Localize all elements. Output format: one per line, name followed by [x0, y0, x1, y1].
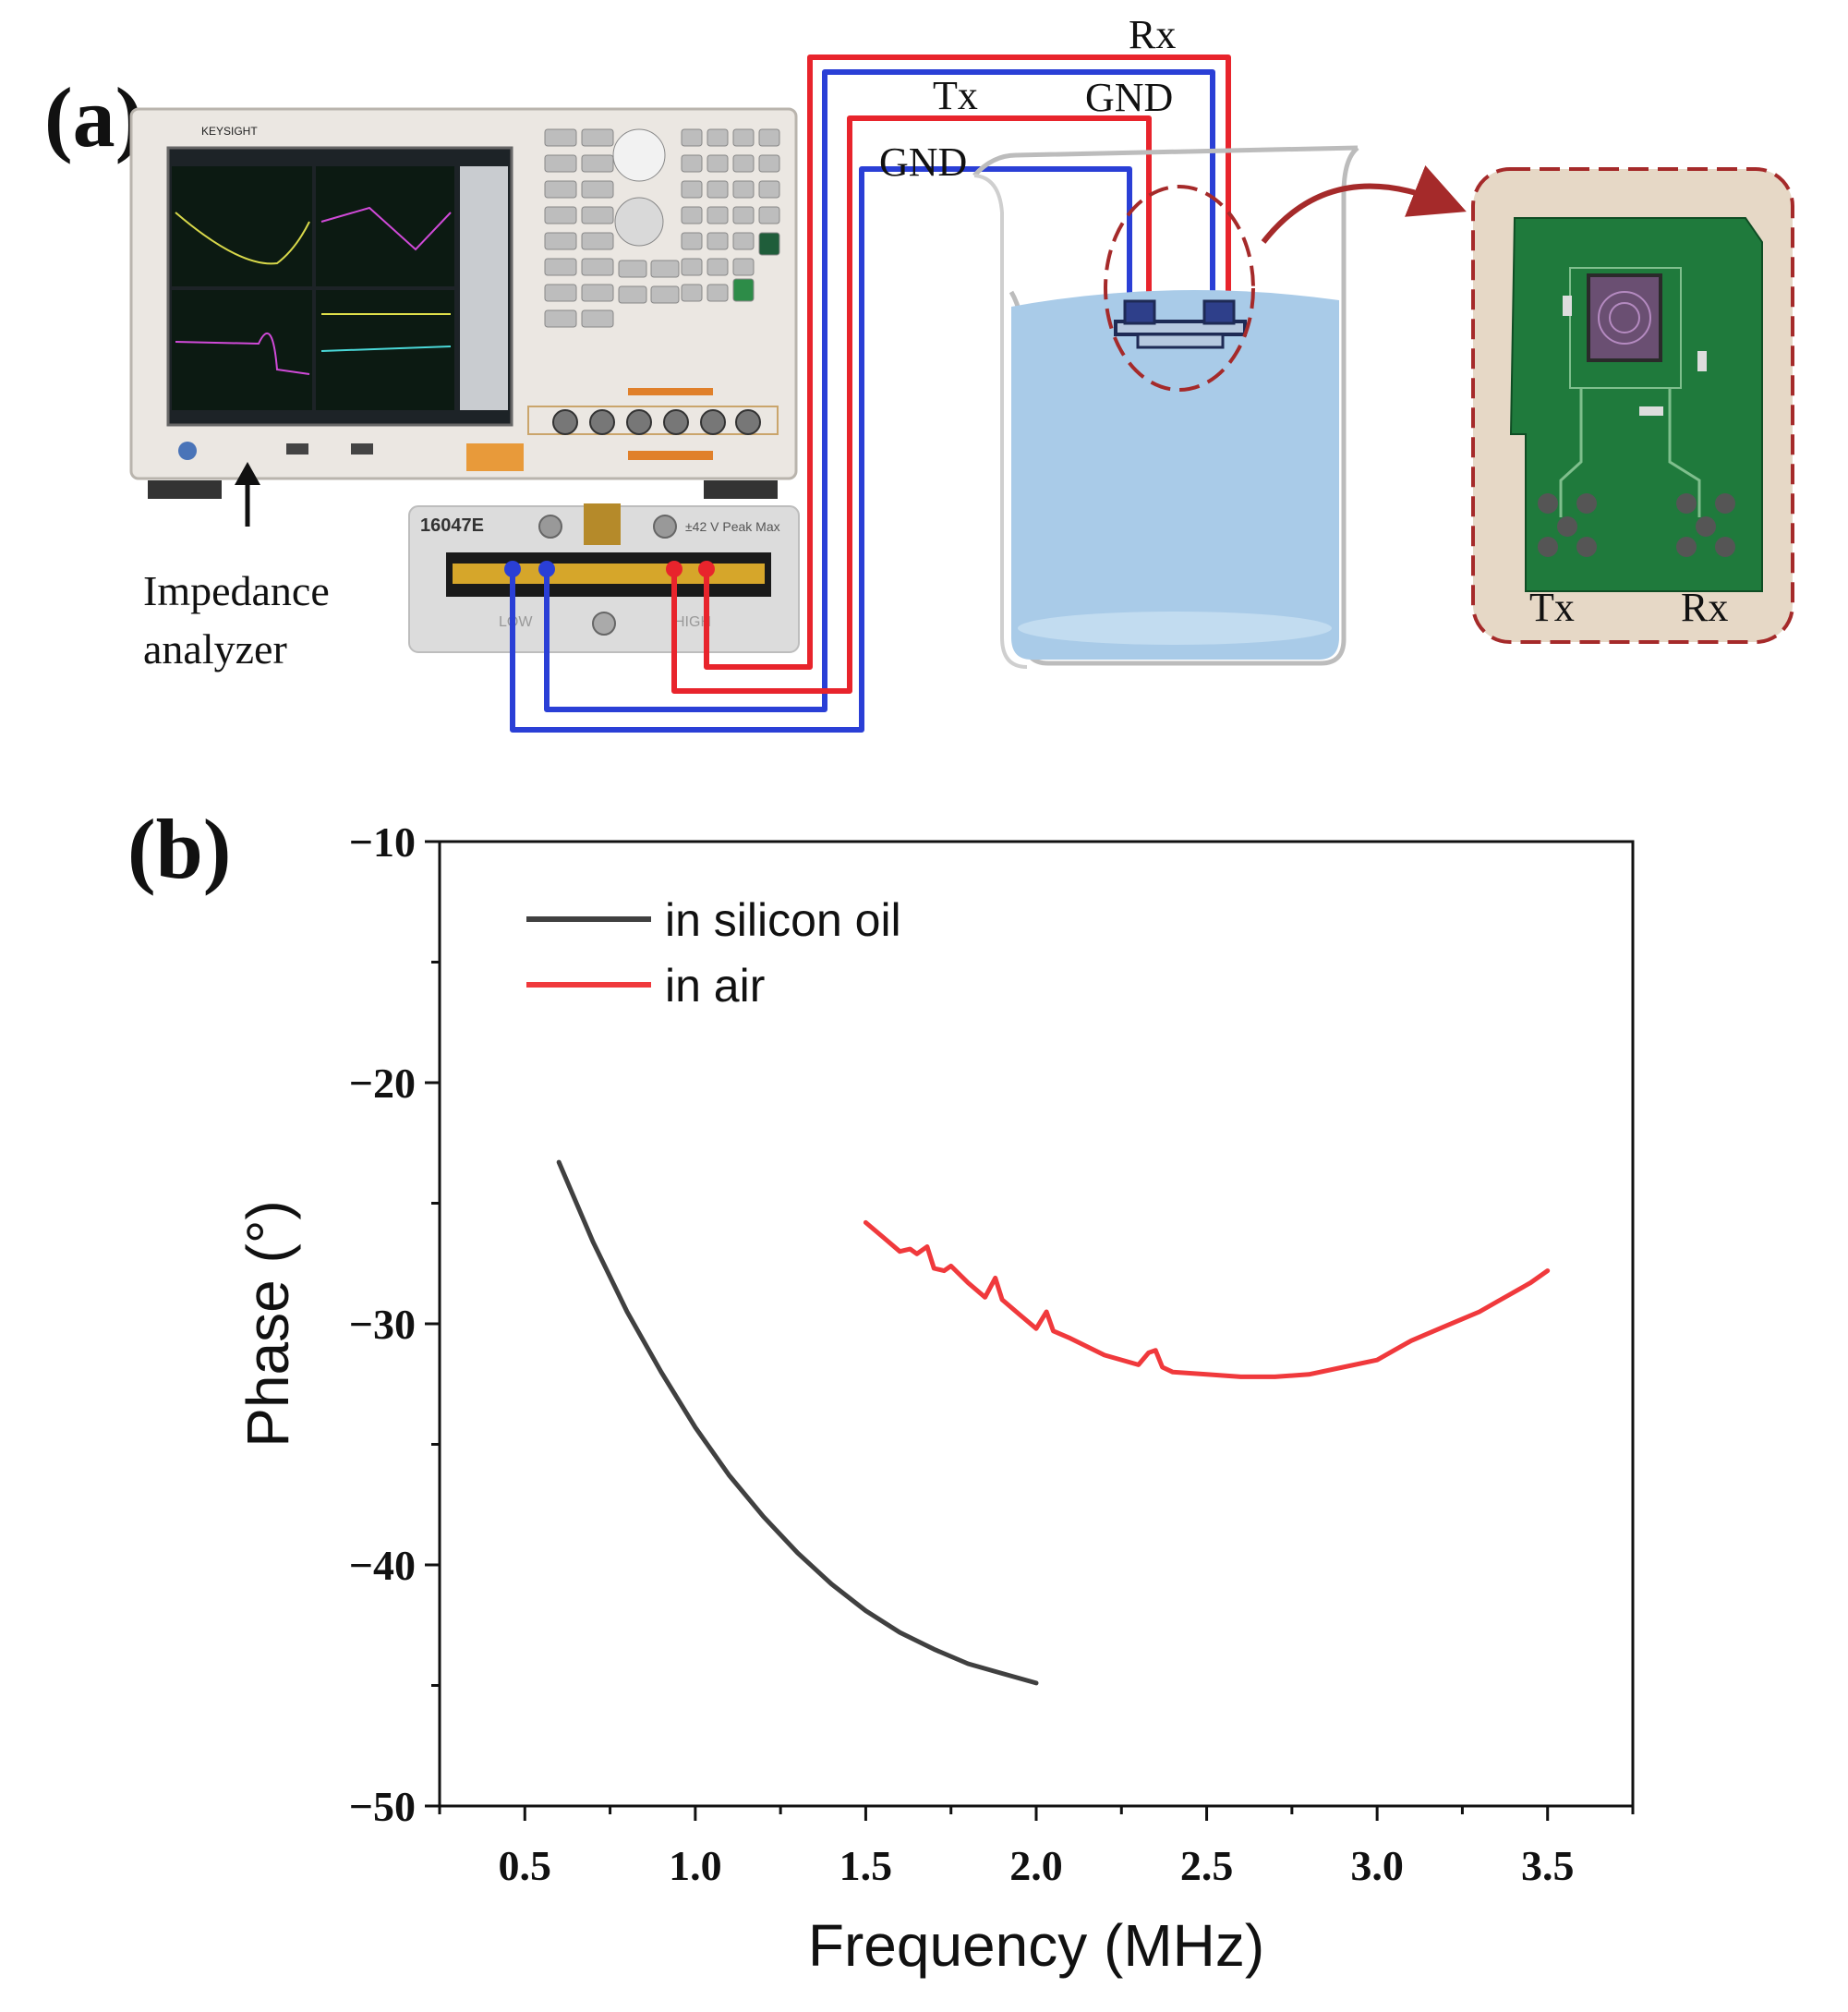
- wire-label-rx: Rx: [1129, 12, 1176, 57]
- immersed-device: [1114, 299, 1247, 349]
- y-tick-label: −20: [349, 1060, 416, 1107]
- wire-tx: [671, 115, 1152, 694]
- y-tick-label: −30: [349, 1301, 416, 1348]
- pcb-label-tx: Tx: [1529, 585, 1575, 630]
- x-tick-label: 0.5: [499, 1842, 552, 1889]
- wires: [504, 55, 1231, 733]
- fixture-high-label: HIGH: [674, 614, 711, 630]
- wire-rx: [704, 55, 1231, 670]
- analyzer-keypad: [544, 128, 780, 328]
- panel-a-label: (a): [44, 70, 143, 164]
- series-layer: [556, 1159, 1551, 1686]
- analyzer-label-line2: analyzer: [143, 625, 287, 673]
- panel-b: (b) 0.5 1.0 1.5 2.0 2.5 3.0 3.5 −10 −20 −30 −40 −50…: [127, 802, 1635, 1979]
- callout-ellipse: [1104, 185, 1255, 392]
- y-tick-label: −40: [349, 1542, 416, 1589]
- legend-label-silicon-oil: in silicon oil: [665, 894, 901, 946]
- analyzer-screen: [166, 146, 513, 427]
- series-line-air: [863, 1219, 1551, 1379]
- x-axis-label: Frequency (MHz): [808, 1912, 1264, 1979]
- axis-ticks: 0.5 1.0 1.5 2.0 2.5 3.0 3.5 −10 −20 −30 −40 −50: [349, 818, 1635, 1889]
- x-tick-label: 2.5: [1180, 1842, 1234, 1889]
- analyzer-brand: KEYSIGHT: [201, 125, 258, 138]
- callout-arrow: [1261, 165, 1467, 244]
- fixture-rating: ±42 V Peak Max: [685, 519, 780, 534]
- x-tick-label: 1.5: [839, 1842, 893, 1889]
- x-tick-label: 3.0: [1350, 1842, 1404, 1889]
- wire-label-gnd-inner: GND: [879, 139, 967, 185]
- panel-a: (a) KEYSIGHT: [44, 12, 1794, 733]
- pcb-photo: [1471, 167, 1794, 644]
- y-axis-label: Phase (°): [235, 1200, 301, 1447]
- fixture-low-label: LOW: [499, 614, 533, 630]
- wire-label-tx: Tx: [933, 73, 978, 118]
- x-tick-label: 3.5: [1521, 1842, 1575, 1889]
- pcb-label-rx: Rx: [1681, 585, 1728, 630]
- legend-label-air: in air: [665, 960, 765, 1012]
- x-tick-label: 2.0: [1009, 1842, 1063, 1889]
- test-fixture: 16047E ±42 V Peak Max LOW HIGH: [408, 503, 800, 653]
- analyzer-connectors: [527, 388, 779, 460]
- series-line-silicon-oil: [556, 1159, 1039, 1686]
- y-tick-label: −50: [349, 1783, 416, 1830]
- fixture-model: 16047E: [420, 515, 484, 536]
- impedance-analyzer: KEYSIGHT: [129, 107, 798, 499]
- panel-b-label: (b): [127, 802, 231, 896]
- wire-label-gnd-outer: GND: [1085, 75, 1173, 120]
- analyzer-label-line1: Impedance: [143, 567, 330, 614]
- wire-gnd-inner: [544, 69, 1215, 712]
- x-tick-label: 1.0: [669, 1842, 722, 1889]
- beaker-liquid: [1011, 290, 1339, 660]
- wire-gnd-outer: [510, 166, 1132, 733]
- y-tick-label: −10: [349, 818, 416, 866]
- legend: in silicon oil in air: [526, 894, 901, 1012]
- beaker: [972, 145, 1359, 669]
- analyzer-pointer-arrow: [235, 462, 260, 527]
